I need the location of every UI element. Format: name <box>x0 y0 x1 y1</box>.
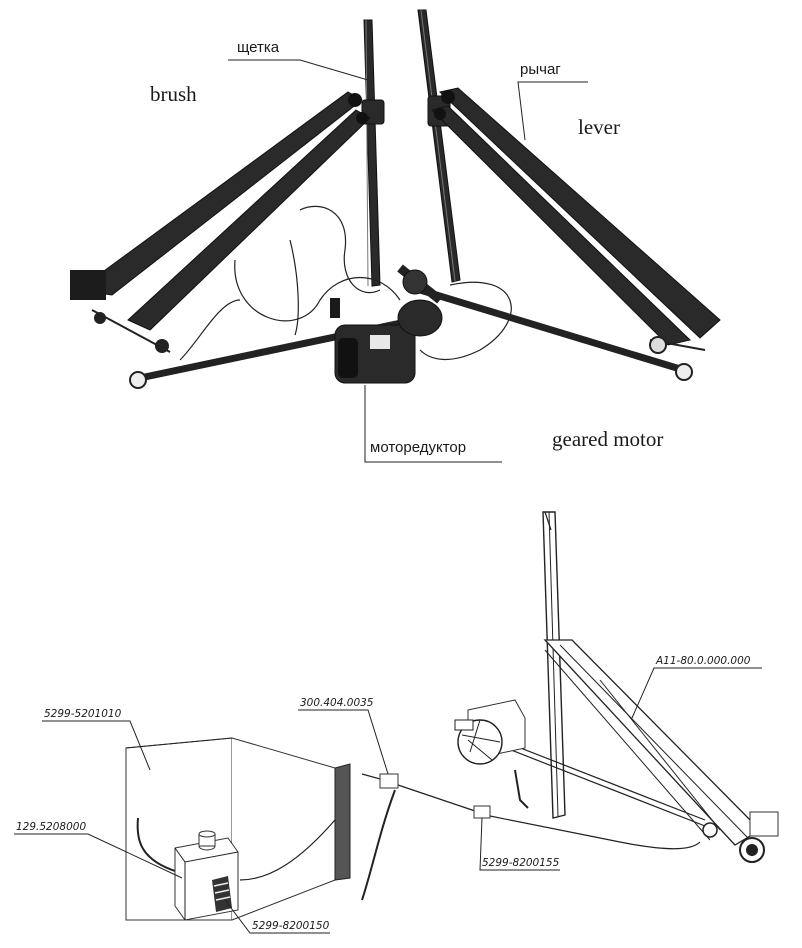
wiper-mechanism-drawing <box>70 9 721 389</box>
wiper-motor <box>454 699 529 809</box>
leader-tank-panel <box>42 720 151 771</box>
label-geared-motor: geared motor <box>552 427 663 451</box>
tank-panel <box>125 737 351 921</box>
leader-shchetka <box>228 59 369 81</box>
right-wiper-blade <box>417 9 461 283</box>
leader-rychag <box>517 81 588 141</box>
leader-wiper-assembly <box>631 667 762 719</box>
left-wiper-arm <box>70 91 371 353</box>
leader-tee <box>479 817 560 871</box>
valve-body <box>379 773 399 789</box>
pivot-motor <box>702 811 779 863</box>
code-valve: 300.404.0035 <box>300 697 374 709</box>
leader-tank <box>224 899 330 934</box>
washer-system-drawing <box>125 511 779 921</box>
leader-motoreduktor <box>364 385 502 463</box>
label-brush: brush <box>150 82 197 106</box>
washer-hose <box>239 773 701 901</box>
label-shchetka: щетка <box>237 39 280 56</box>
code-tank: 5299-8200150 <box>252 920 330 932</box>
right-wiper-arm <box>431 87 721 354</box>
left-wiper-blade <box>361 19 385 287</box>
geared-motor <box>330 269 443 384</box>
washer-tank <box>174 830 239 921</box>
code-tee: 5299-8200155 <box>482 857 560 869</box>
bottom-labels: 5299-5201010 129.5208000 5299-8200150 30… <box>14 655 762 934</box>
leader-pump <box>14 833 183 879</box>
wiper-assembly <box>454 511 779 863</box>
leader-valve <box>298 709 389 775</box>
code-pump: 129.5208000 <box>16 821 86 833</box>
code-tank-panel: 5299-5201010 <box>44 708 122 720</box>
wires <box>179 205 512 361</box>
label-lever: lever <box>578 115 620 139</box>
code-wiper-assembly: А11-80.0.000.000 <box>655 655 751 667</box>
label-rychag: рычаг <box>520 61 561 78</box>
label-motoreduktor: моторедуктор <box>370 439 466 456</box>
tee-fitting <box>473 805 491 819</box>
top-labels: щетка brush рычаг lever моторедуктор gea… <box>150 39 663 463</box>
